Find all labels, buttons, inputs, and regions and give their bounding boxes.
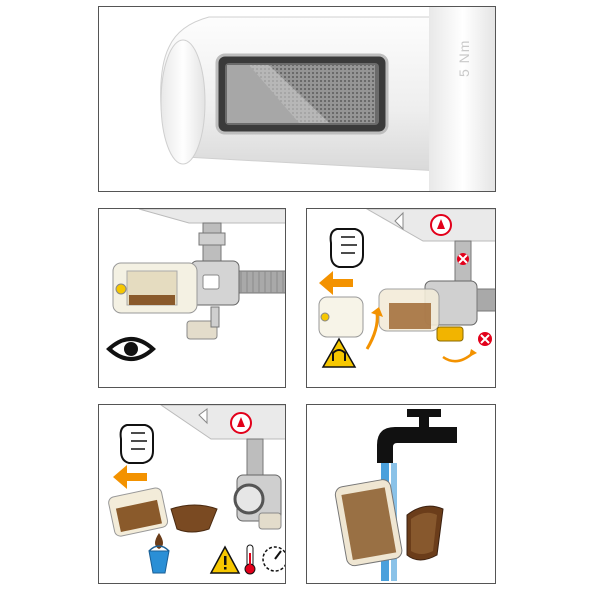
remove-filter-illustration	[318, 209, 495, 368]
inspect-filter-panel	[98, 208, 286, 388]
warning-icon	[209, 545, 241, 574]
thermometer-icon	[244, 544, 256, 575]
remove-filter-bowl-panel	[306, 208, 496, 388]
hand-icon	[119, 424, 154, 464]
rinse-filter-panel	[306, 404, 496, 584]
drop-icon	[155, 533, 163, 549]
eye-icon	[106, 337, 156, 361]
empty-filter-bowl-panel	[98, 404, 286, 584]
inspect-filter-illustration	[106, 209, 285, 361]
bucket-icon	[148, 545, 170, 574]
filter-housing-illustration: 5 Nm	[99, 7, 495, 191]
empty-filter-illustration	[108, 405, 285, 575]
rinse-filter-illustration	[334, 409, 457, 581]
filter-housing-closeup-panel: 5 Nm	[98, 6, 496, 192]
faucet-icon	[377, 409, 457, 463]
arrow-left-icon	[113, 465, 147, 489]
rotate-arrow-icon	[365, 307, 383, 350]
magnet-warning-icon	[321, 337, 357, 368]
torque-engraving: 5 Nm	[456, 40, 472, 77]
hand-icon	[329, 228, 364, 268]
forbidden-icon	[478, 332, 492, 346]
pressure-gauge-icon	[262, 546, 285, 572]
arrow-left-icon	[319, 271, 353, 295]
